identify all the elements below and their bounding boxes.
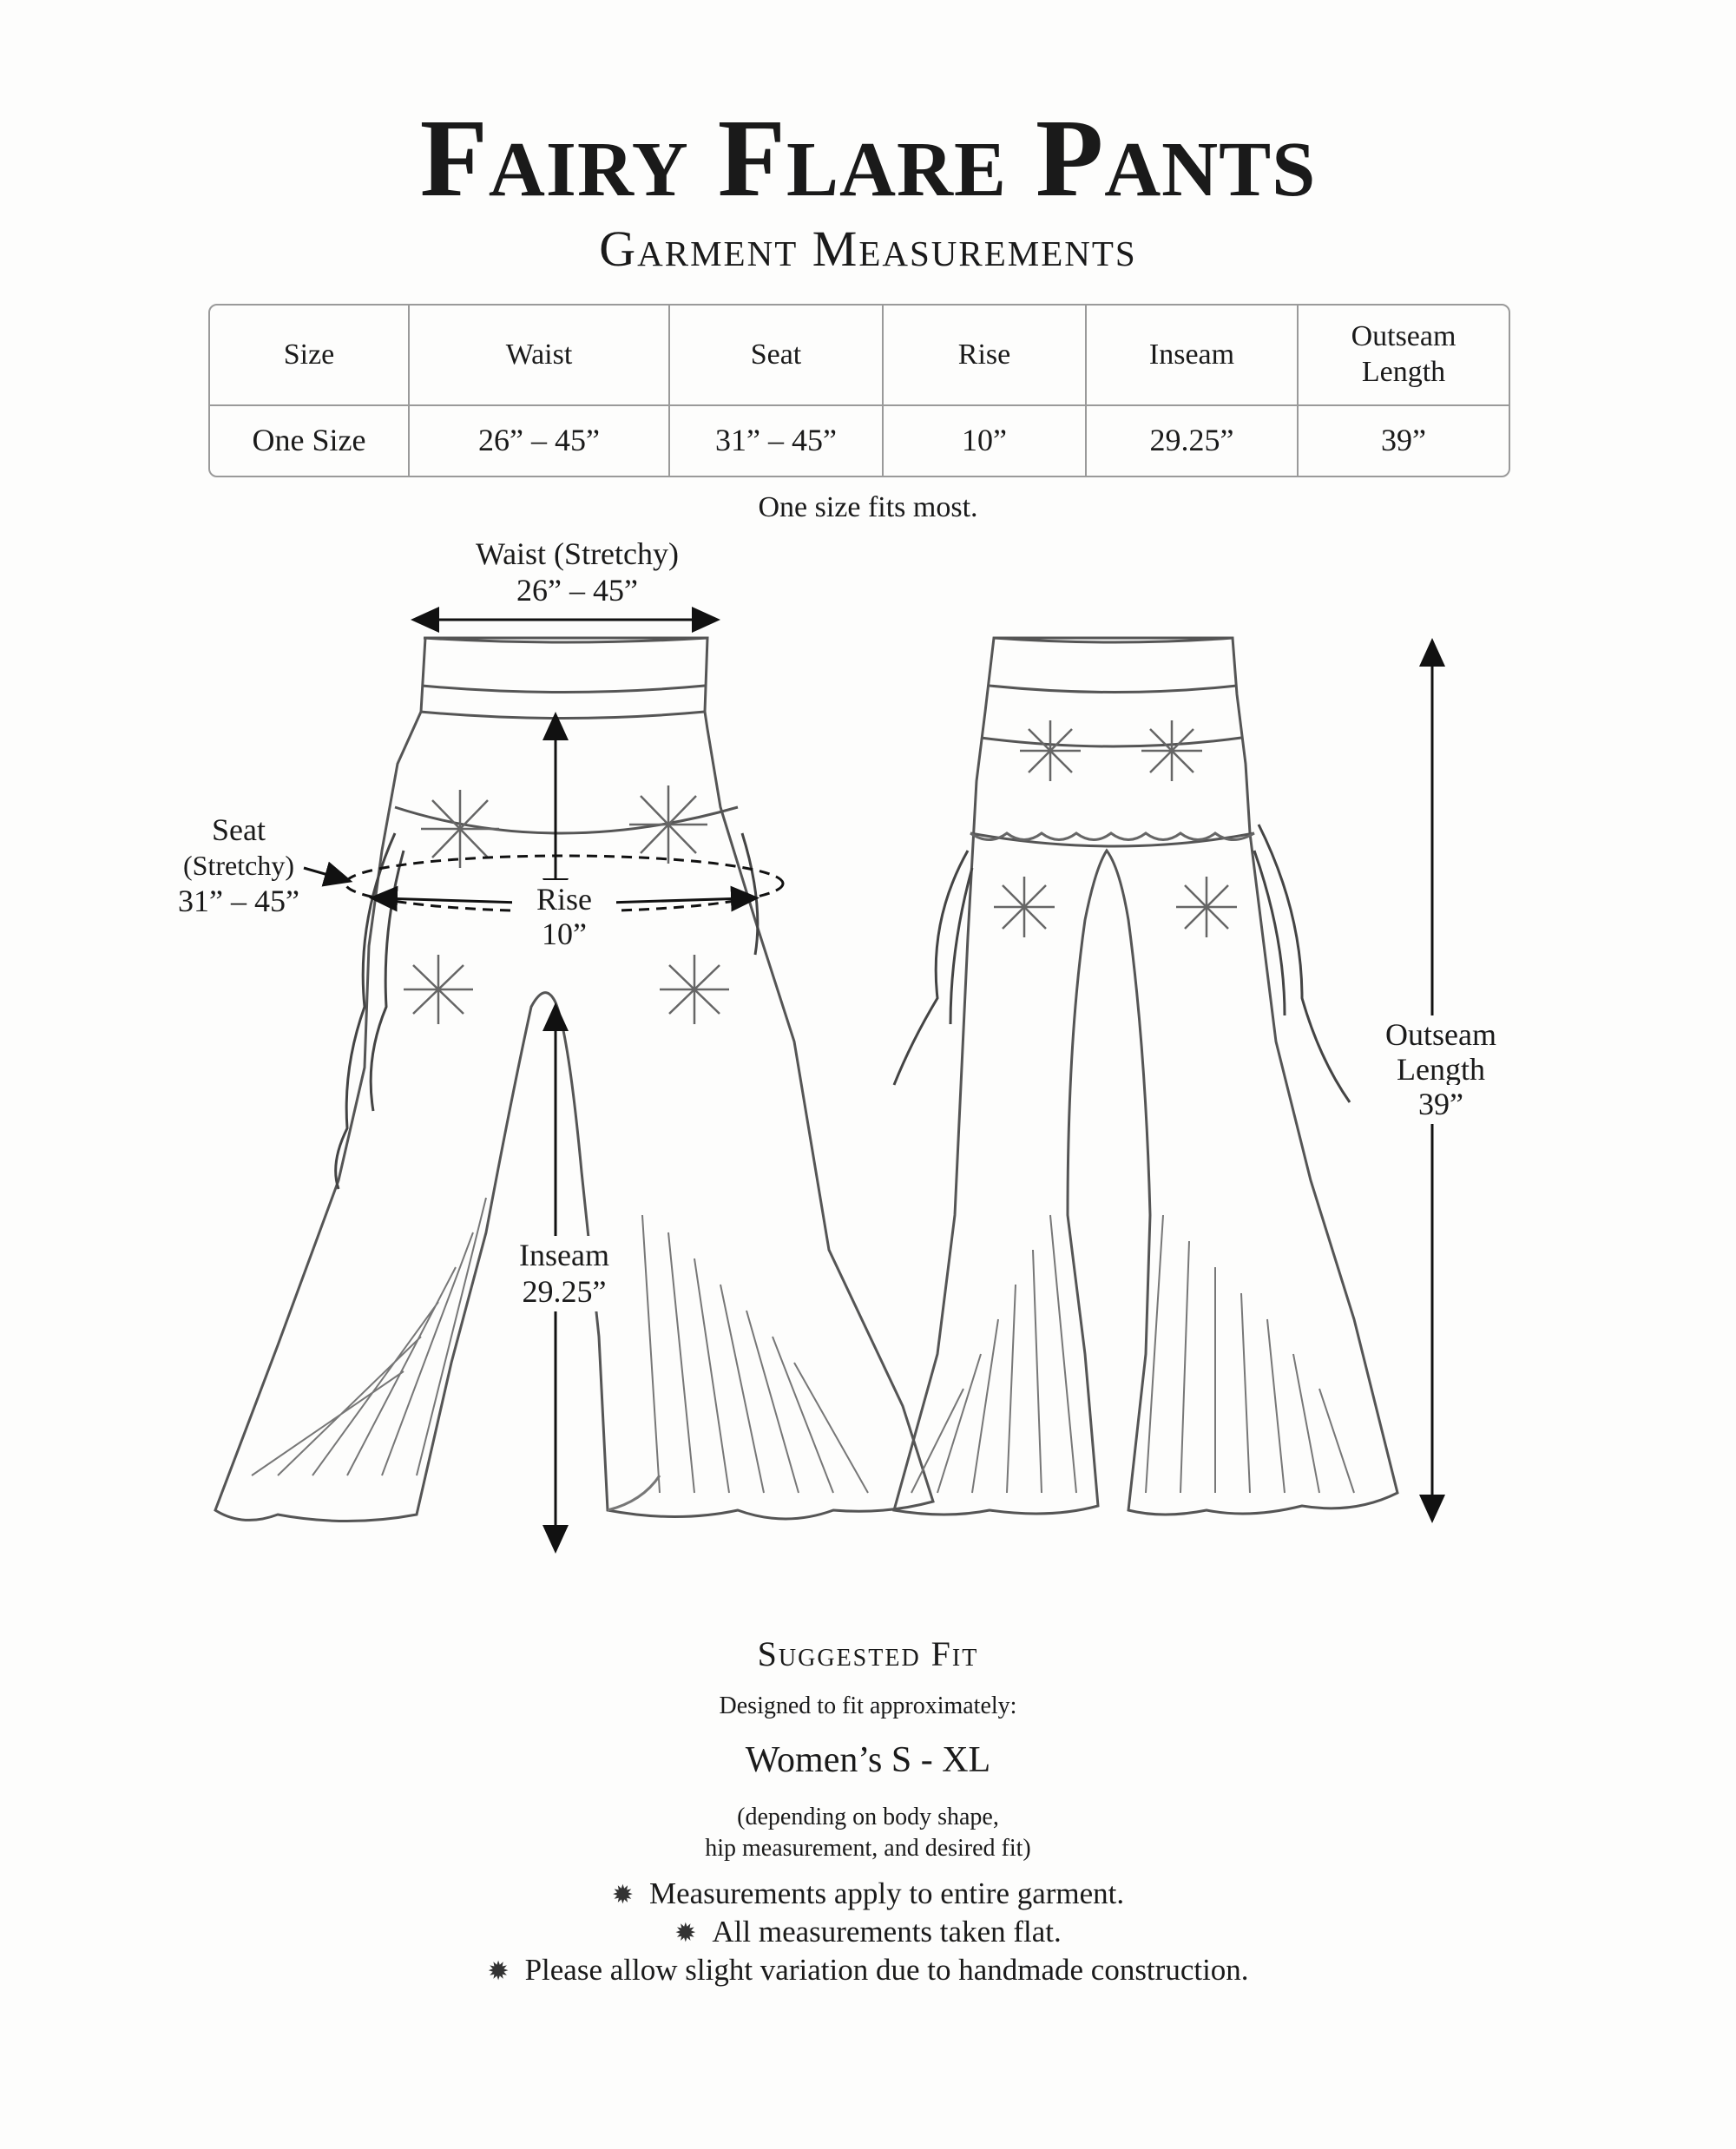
fit-details: (depending on body shape, hip measuremen…	[0, 1802, 1736, 1865]
table-cell: 10”	[884, 406, 1087, 476]
fit-details-line: (depending on body shape,	[737, 1804, 999, 1830]
seat-arrow-right	[607, 885, 760, 912]
list-item: ✹ Please allow slight variation due to ha…	[0, 1951, 1736, 1989]
table-header-cell: Inseam	[1087, 306, 1299, 406]
suggested-fit-heading: Suggested Fit	[757, 1634, 979, 1673]
table-cell: 31” – 45”	[670, 406, 884, 476]
waist-value: 26” – 45”	[516, 573, 638, 608]
outseam-label: Outseam	[1371, 1015, 1510, 1055]
seat-pointer-arrow	[303, 861, 353, 887]
outseam-value: 39”	[1371, 1085, 1510, 1124]
seat-ellipse	[344, 854, 785, 913]
sun-flower-icon: ✹	[611, 1881, 634, 1909]
table-header-cell: Seat	[670, 306, 884, 406]
rise-value: 10”	[512, 915, 616, 954]
list-item-text: Measurements apply to entire garment.	[648, 1876, 1125, 1910]
seat-value: 31” – 45”	[178, 884, 299, 918]
list-item: ✹ All measurements taken flat.	[0, 1913, 1736, 1951]
list-item: ✹ Measurements apply to entire garment.	[0, 1875, 1736, 1913]
rise-label: Rise	[512, 880, 616, 919]
inseam-value: 29.25”	[495, 1272, 634, 1311]
table-cell: 26” – 45”	[410, 406, 670, 476]
fit-note: One size fits most.	[758, 491, 978, 523]
list-item-text: Please allow slight variation due to han…	[524, 1953, 1249, 1987]
table-header-cell: Waist	[410, 306, 670, 406]
inseam-label: Inseam	[495, 1236, 634, 1275]
sun-flower-icon: ✹	[674, 1919, 697, 1948]
waist-label: Waist (Stretchy)	[475, 536, 680, 571]
sun-flower-icon: ✹	[487, 1957, 510, 1986]
table-header-cell: Size	[210, 306, 410, 406]
table-header-cell: Rise	[884, 306, 1087, 406]
outseam-length-label: Length	[1371, 1050, 1510, 1089]
seat-label: Seat	[212, 812, 266, 847]
table-header-cell: Outseam Length	[1299, 306, 1509, 406]
fit-size-range: Women’s S - XL	[745, 1740, 991, 1780]
table-cell: One Size	[210, 406, 410, 476]
pants-back-drawing	[892, 636, 1399, 1516]
pants-front-drawing	[214, 636, 935, 1522]
table-row: One Size 26” – 45” 31” – 45” 10” 29.25” …	[210, 406, 1509, 476]
table-header-row: Size Waist Seat Rise Inseam Outseam Leng…	[210, 306, 1509, 406]
table-cell: 39”	[1381, 423, 1426, 458]
fit-details-line: hip measurement, and desired fit)	[705, 1835, 1031, 1863]
seat-arrow-left	[369, 885, 522, 912]
measurement-arrows	[303, 607, 1445, 1554]
page-title: Fairy Flare Pants	[419, 96, 1317, 220]
fit-intro: Designed to fit approximately:	[719, 1692, 1017, 1719]
table-cell: 29.25”	[1087, 406, 1299, 476]
measurement-table: Size Waist Seat Rise Inseam Outseam Leng…	[208, 304, 1510, 477]
page-subtitle: Garment Measurements	[599, 220, 1137, 277]
care-notes-list: ✹ Measurements apply to entire garment. ✹…	[0, 1875, 1736, 1989]
list-item-text: All measurements taken flat.	[712, 1915, 1062, 1949]
seat-stretchy-label: (Stretchy)	[183, 850, 294, 881]
